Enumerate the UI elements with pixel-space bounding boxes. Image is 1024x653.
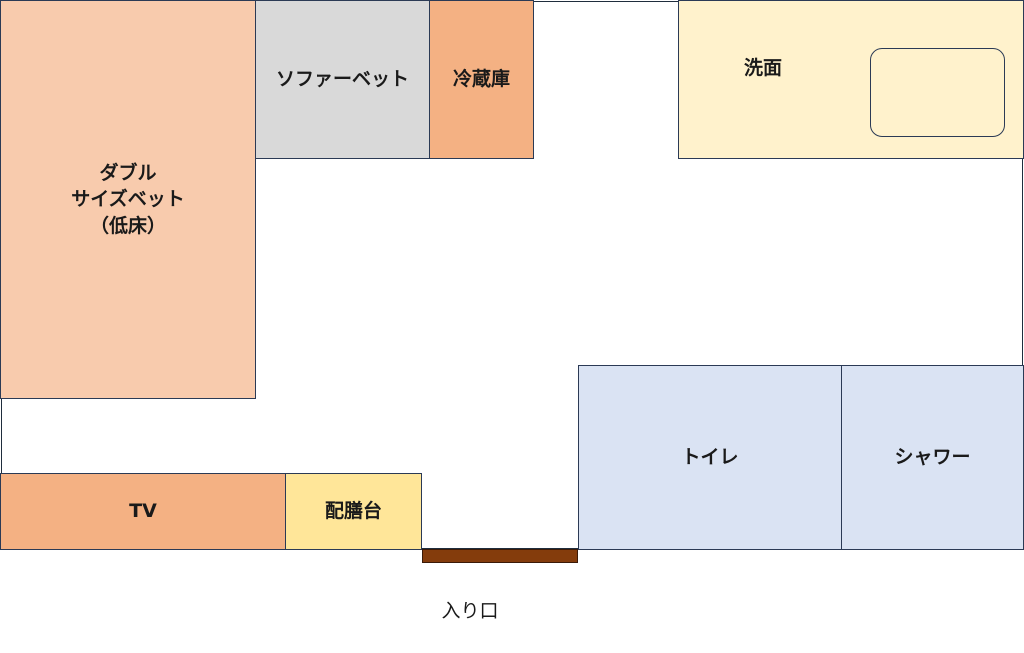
sofa-bed: ソファーベット <box>255 0 430 159</box>
toilet-label: トイレ <box>681 446 739 469</box>
tv-label: TV <box>129 500 157 523</box>
refrigerator-label: 冷蔵庫 <box>452 68 510 91</box>
serving-table-label: 配膳台 <box>324 500 382 523</box>
double-bed-label: ダブル サイズベット （低床） <box>71 161 185 237</box>
shower: シャワー <box>841 365 1024 550</box>
shower-label: シャワー <box>894 446 971 469</box>
washroom-label: 洗面 <box>744 57 783 79</box>
entrance-door <box>422 549 578 563</box>
tv-stand: TV <box>0 473 286 550</box>
toilet: トイレ <box>578 365 842 550</box>
serving-table: 配膳台 <box>285 473 422 550</box>
sink-basin <box>870 48 1005 137</box>
sofa-bed-label: ソファーベット <box>275 68 409 91</box>
refrigerator: 冷蔵庫 <box>429 0 534 159</box>
double-bed: ダブル サイズベット （低床） <box>0 0 256 399</box>
entrance-label: 入り口 <box>441 600 499 622</box>
